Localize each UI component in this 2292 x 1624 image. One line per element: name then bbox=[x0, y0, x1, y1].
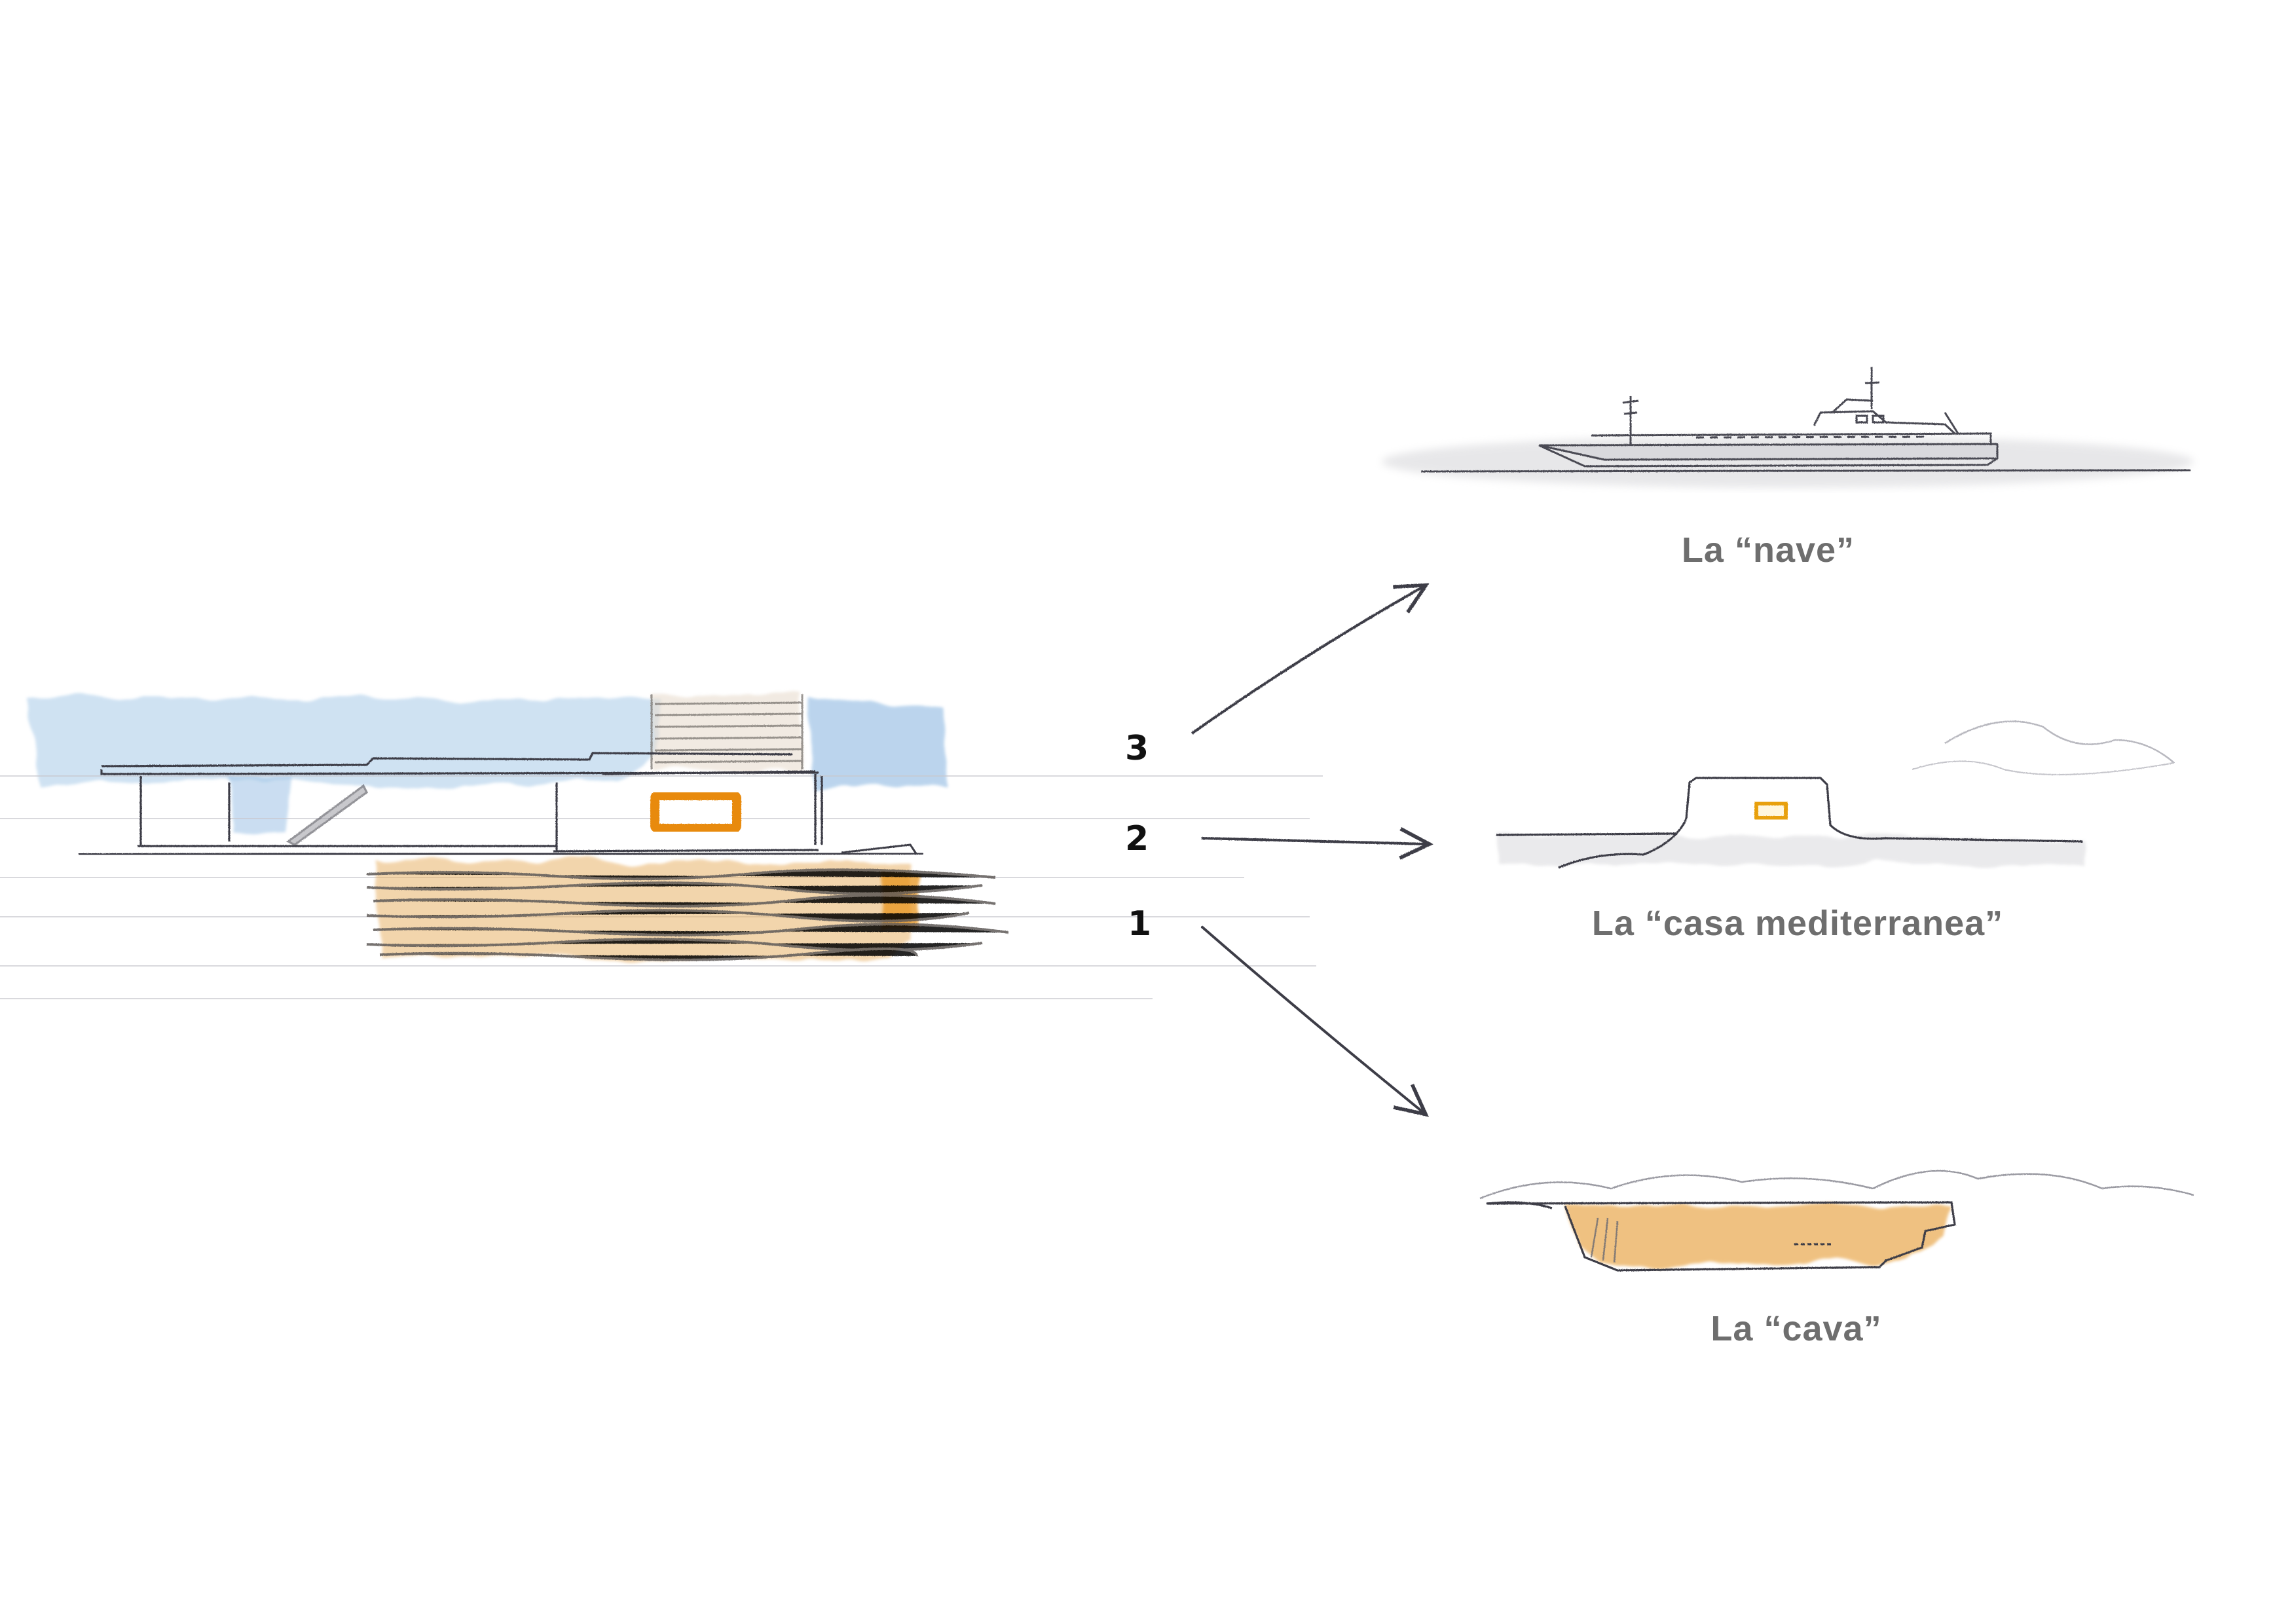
ground-line bbox=[78, 852, 924, 856]
quarry-sketch: La “cava” bbox=[1479, 1170, 2194, 1348]
arrows bbox=[1191, 586, 1428, 1113]
layer-number-3: 3 bbox=[1125, 729, 1149, 768]
quarry-wash bbox=[1565, 1205, 1951, 1267]
house-sketch: La “casa mediterranea” bbox=[1496, 720, 2175, 943]
house-window bbox=[1754, 802, 1788, 820]
guide-lines bbox=[0, 775, 1323, 999]
roof-volume bbox=[650, 694, 804, 769]
layer-number-2: 2 bbox=[1125, 819, 1149, 858]
ship-sketch: La “nave” bbox=[1382, 367, 2194, 570]
layer-number-1: 1 bbox=[1128, 904, 1151, 944]
building-structure bbox=[100, 752, 823, 853]
sky-wash-right bbox=[809, 697, 946, 789]
sky-wash-inner bbox=[229, 776, 295, 835]
section-sketch: 3 2 1 bbox=[0, 694, 1323, 999]
house-ground-wash bbox=[1500, 835, 2082, 864]
house-caption: La “casa mediterranea” bbox=[1592, 904, 2003, 943]
arrow-up-right-icon bbox=[1191, 586, 1424, 735]
orange-window bbox=[650, 791, 741, 833]
sky-wash bbox=[26, 697, 661, 786]
arrow-down-right-icon bbox=[1200, 925, 1424, 1113]
basement-hatching bbox=[366, 868, 1009, 961]
ship-caption: La “nave” bbox=[1682, 530, 1855, 570]
quarry-caption: La “cava” bbox=[1710, 1309, 1881, 1348]
arrow-right-icon bbox=[1201, 838, 1428, 844]
